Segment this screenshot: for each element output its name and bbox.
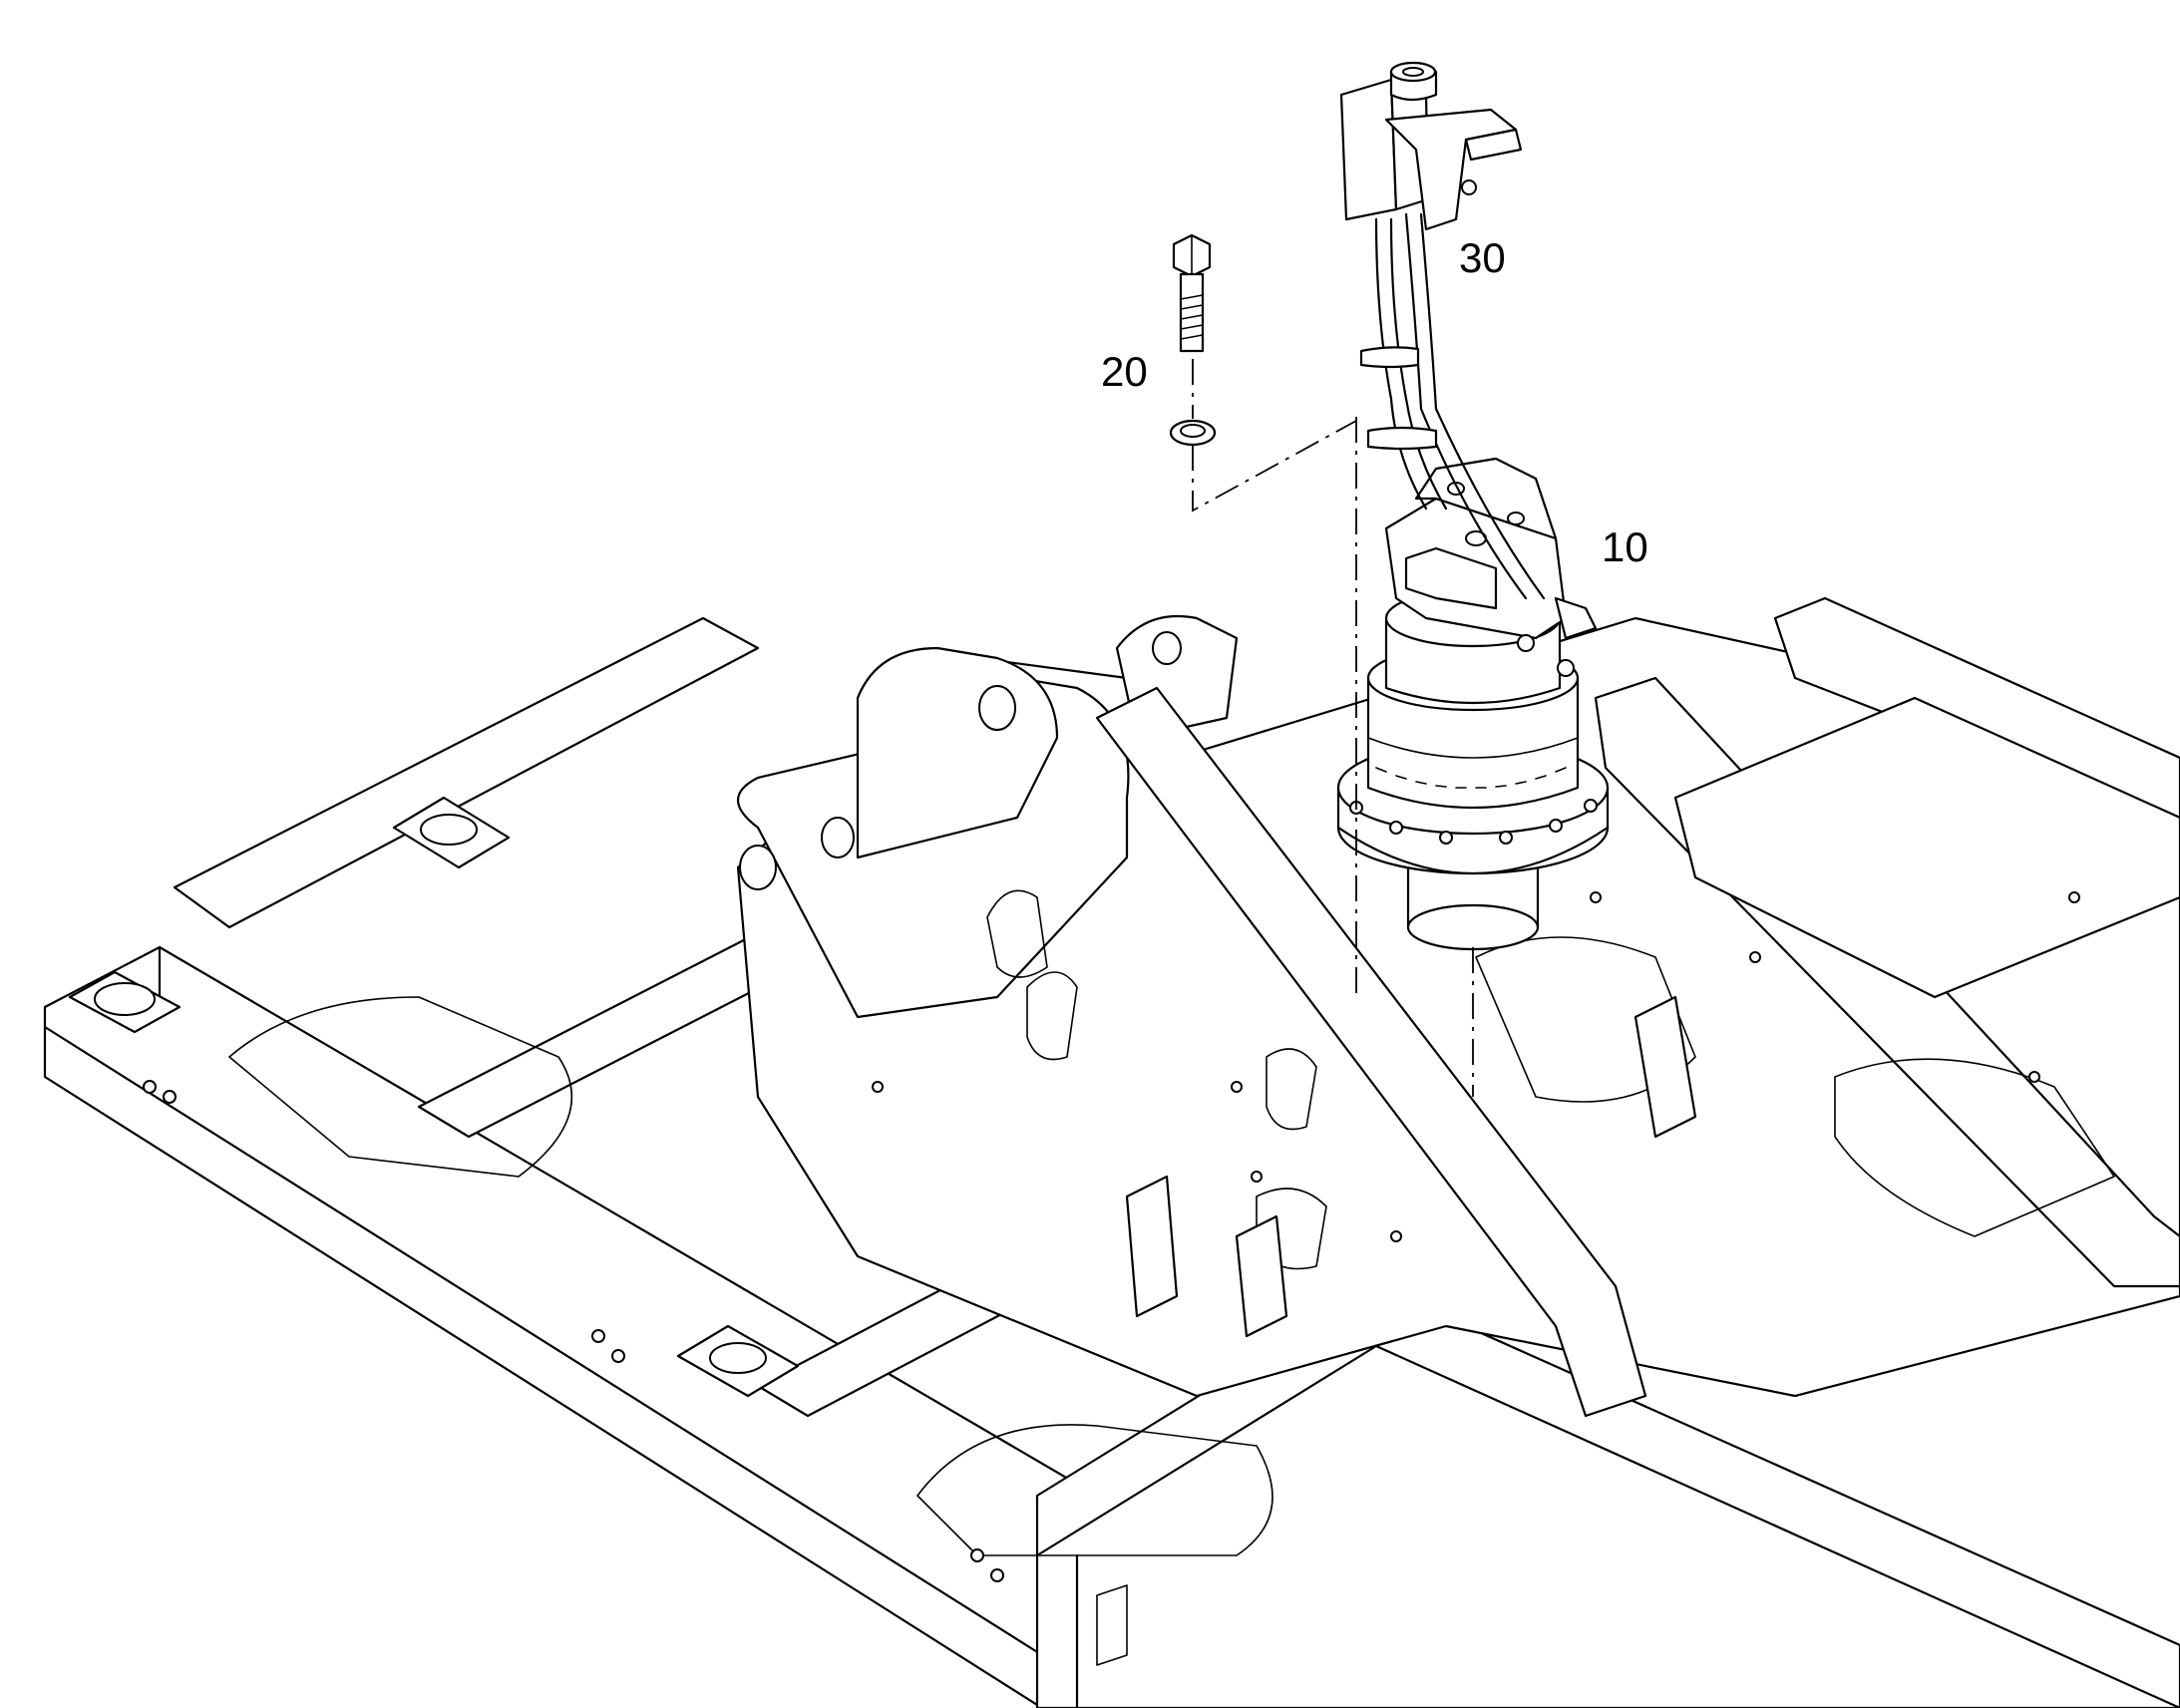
brake-valve-assembly — [1339, 61, 1546, 600]
callout-motor: 10 — [1602, 523, 1648, 570]
swing-motor-assembly — [1336, 457, 1610, 951]
callout-valve: 30 — [1459, 234, 1506, 281]
callout-bolt: 20 — [1101, 348, 1148, 395]
bolt-and-washer — [1169, 233, 1217, 447]
assembly-center-lines — [1192, 359, 1474, 1097]
undercarriage-frame — [43, 596, 2180, 1708]
